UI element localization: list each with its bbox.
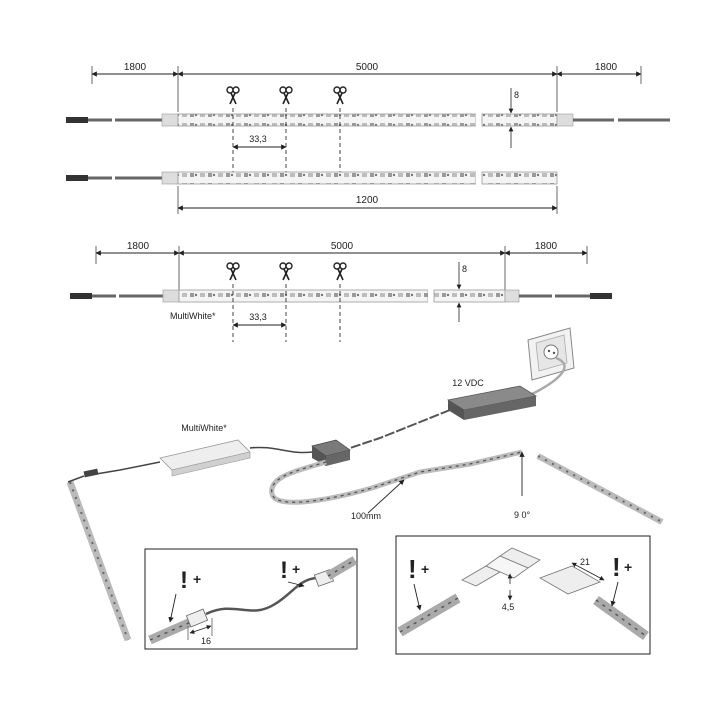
dim-lead-right: 1800 <box>595 62 618 73</box>
warning-icon: ! <box>408 554 417 584</box>
detail-box-flexible-connector: 16 ! + ! + <box>144 548 358 650</box>
led-strip <box>177 113 477 127</box>
multiwhite-strip <box>178 289 429 303</box>
installation-schematic: 12 VDC MultiWhite* 100mm <box>66 327 664 642</box>
controller-name-label: MultiWhite* <box>181 423 227 433</box>
scissors-icon <box>226 86 240 105</box>
scissors-icon <box>279 86 293 105</box>
strip-row-2: 1200 <box>66 158 558 214</box>
remote-controller-icon <box>159 439 251 477</box>
plus-sign: + <box>193 571 201 587</box>
dim-pitch: 33,3 <box>249 134 267 144</box>
corner-angle-label: 9 0° <box>514 510 531 520</box>
dim-lead-left: 1800 <box>124 62 147 73</box>
scissors-icon <box>333 86 347 105</box>
junction-box-icon <box>311 439 351 466</box>
cable-length-label: 100mm <box>351 511 381 521</box>
dim-height: 8 <box>462 264 467 274</box>
plus-sign: + <box>421 561 429 577</box>
scissors-icon <box>226 262 240 281</box>
strip-name-label: MultiWhite* <box>170 311 216 321</box>
warning-icon: ! <box>612 552 621 582</box>
scissors-icon <box>333 262 347 281</box>
wall-socket-icon <box>527 327 575 381</box>
dim-lead-left: 1800 <box>127 241 150 252</box>
plus-sign: + <box>624 559 632 575</box>
dim-lead-right: 1800 <box>535 241 558 252</box>
dim-row2-length: 1200 <box>356 195 379 206</box>
dim-connector-width: 16 <box>201 636 211 646</box>
warning-icon: ! <box>280 557 288 584</box>
cable-plug-left <box>66 117 88 123</box>
dim-strip-length: 5000 <box>356 62 379 73</box>
supply-voltage-label: 12 VDC <box>452 378 484 388</box>
detail-box-corner-connector: 4,5 21 ! + ! + <box>395 535 651 655</box>
strip-row-3: 1800 5000 1800 8 33,3 MultiWhite* <box>70 241 612 342</box>
dim-strip-length: 5000 <box>331 241 354 252</box>
dim-connector-gap: 4,5 <box>502 602 515 612</box>
dim-pitch: 33,3 <box>249 312 267 322</box>
plus-sign: + <box>292 561 300 577</box>
warning-icon: ! <box>180 567 188 594</box>
strip-row-1: 1800 5000 1800 8 33,3 <box>66 62 670 172</box>
scissors-icon <box>279 262 293 281</box>
dim-connector-width: 21 <box>580 557 590 567</box>
dim-height: 8 <box>514 90 519 100</box>
power-adapter-icon <box>446 385 538 420</box>
